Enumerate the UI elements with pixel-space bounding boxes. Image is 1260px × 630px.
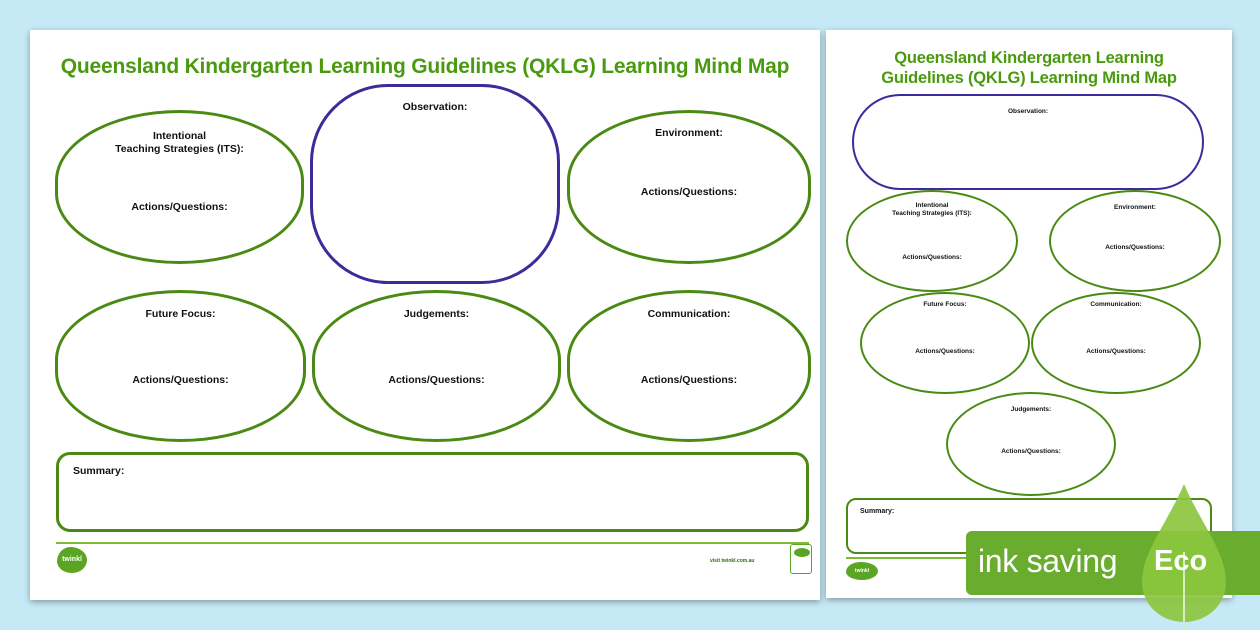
- summary-label: Summary:: [860, 508, 895, 515]
- judgements-bubble-portrait: Judgements: Actions/Questions:: [946, 392, 1116, 496]
- footer-divider: [56, 542, 809, 544]
- portrait-worksheet-preview: Queensland Kindergarten Learning Guideli…: [826, 30, 1232, 598]
- future-focus-actions-label: Actions/Questions:: [132, 374, 229, 386]
- communication-label: Communication:: [647, 308, 731, 320]
- observation-bubble: Observation:: [310, 84, 560, 284]
- communication-bubble: Communication: Actions/Questions:: [567, 290, 811, 442]
- judgements-bubble: Judgements: Actions/Questions:: [312, 290, 561, 442]
- its-actions-label: Actions/Questions:: [131, 201, 228, 213]
- its-label-line1: Intentional: [915, 202, 949, 209]
- future-focus-actions-label: Actions/Questions:: [915, 348, 975, 355]
- landscape-worksheet-preview: Queensland Kindergarten Learning Guideli…: [30, 30, 820, 600]
- judgements-label: Judgements:: [1010, 406, 1052, 413]
- its-label-line2: Teaching Strategies (ITS):: [892, 210, 972, 217]
- eco-leaf-icon: Eco: [1140, 482, 1228, 630]
- environment-label: Environment:: [655, 127, 723, 139]
- communication-actions-label: Actions/Questions:: [1086, 348, 1146, 355]
- environment-actions-label: Actions/Questions:: [640, 186, 738, 198]
- environment-actions-label: Actions/Questions:: [1105, 244, 1165, 251]
- communication-actions-label: Actions/Questions:: [640, 374, 738, 386]
- its-label: Intentional Teaching Strategies (ITS):: [58, 130, 301, 156]
- page-title-portrait: Queensland Kindergarten Learning Guideli…: [826, 48, 1232, 88]
- its-actions-label: Actions/Questions:: [902, 254, 962, 261]
- leaf-shape-icon: [1142, 484, 1226, 630]
- environment-label: Environment:: [1114, 204, 1156, 211]
- its-label-line2: Teaching Strategies (ITS):: [115, 143, 244, 155]
- observation-bubble-portrait: Observation:: [852, 94, 1204, 190]
- title-line-1: Queensland Kindergarten Learning: [894, 49, 1164, 67]
- judgements-actions-label: Actions/Questions:: [1001, 448, 1061, 455]
- its-label: Intentional Teaching Strategies (ITS):: [848, 202, 1016, 218]
- page-title: Queensland Kindergarten Learning Guideli…: [60, 55, 790, 78]
- twinkl-logo: twinkl: [57, 547, 87, 573]
- future-focus-bubble-portrait: Future Focus: Actions/Questions:: [860, 292, 1030, 394]
- future-focus-bubble: Future Focus: Actions/Questions:: [55, 290, 306, 442]
- summary-box: Summary:: [56, 452, 809, 532]
- ink-saving-text: ink saving: [978, 543, 1118, 579]
- eco-text: Eco: [1154, 545, 1208, 577]
- twinkl-logo: twinkl: [846, 562, 878, 580]
- environment-bubble-portrait: Environment: Actions/Questions:: [1049, 190, 1221, 292]
- future-focus-label: Future Focus:: [145, 308, 216, 320]
- environment-bubble: Environment: Actions/Questions:: [567, 110, 811, 264]
- summary-label: Summary:: [73, 465, 125, 477]
- its-bubble: Intentional Teaching Strategies (ITS): A…: [55, 110, 304, 264]
- future-focus-label: Future Focus:: [923, 301, 967, 308]
- communication-bubble-portrait: Communication: Actions/Questions:: [1031, 292, 1201, 394]
- observation-label: Observation:: [402, 101, 468, 113]
- its-bubble-portrait: Intentional Teaching Strategies (ITS): A…: [846, 190, 1018, 292]
- communication-label: Communication:: [1090, 301, 1142, 308]
- title-line-2: Guidelines (QKLG) Learning Mind Map: [881, 69, 1177, 87]
- judgements-actions-label: Actions/Questions:: [388, 374, 485, 386]
- its-label-line1: Intentional: [152, 130, 207, 142]
- judgements-label: Judgements:: [403, 308, 470, 320]
- parent-badge-icon: [790, 544, 812, 574]
- footer-url: visit twinkl.com.au: [710, 558, 755, 564]
- observation-label: Observation:: [1007, 108, 1049, 115]
